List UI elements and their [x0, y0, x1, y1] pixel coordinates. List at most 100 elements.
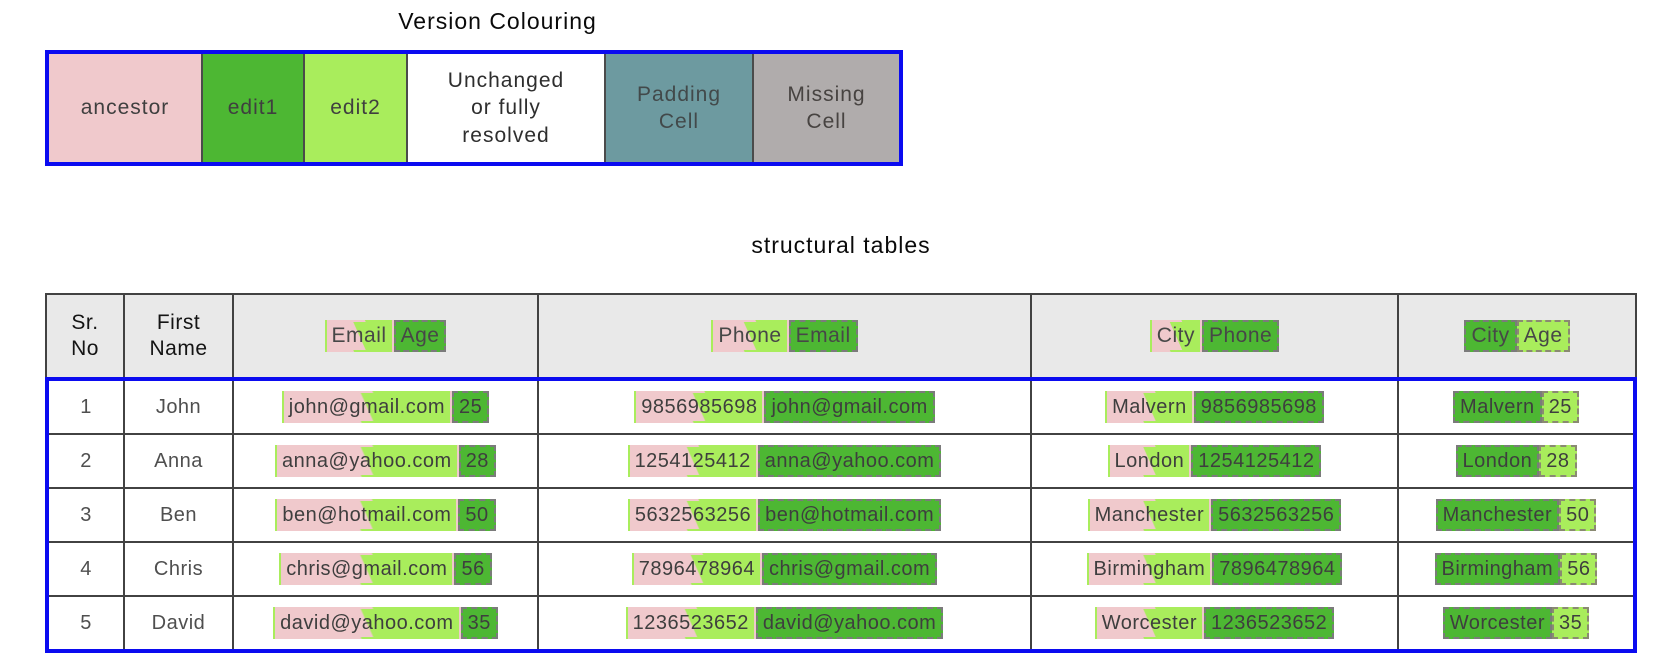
structural-tables-title: structural tables	[751, 232, 931, 258]
email-chip: chris@gmail.com	[279, 553, 455, 585]
age-chip: 35	[1552, 607, 1590, 639]
email-chip: anna@yahoo.com	[275, 445, 459, 477]
cell-first-name: Chris	[125, 543, 234, 595]
phone-chip: 9856985698	[634, 391, 765, 423]
city-chip: Worcester	[1442, 607, 1552, 639]
cell-sr-no: 4	[49, 543, 125, 595]
header-city2-chip: City	[1464, 320, 1517, 352]
header-email2-chip: Email	[788, 320, 858, 352]
cell-first-name: Ben	[125, 489, 234, 541]
city-chip: Birmingham	[1434, 553, 1561, 585]
age-chip: 28	[1539, 445, 1577, 477]
cell-sr-no: 2	[49, 435, 125, 487]
email-chip: ben@hotmail.com	[758, 499, 942, 531]
legend-cell-padding: Padding Cell	[606, 54, 754, 162]
version-colouring-legend: ancestor edit1 edit2 Unchanged or fully …	[45, 50, 903, 166]
city-chip: Manchester	[1087, 499, 1212, 531]
header-first-name: First Name	[125, 295, 234, 377]
email-chip: david@yahoo.com	[755, 607, 944, 639]
cell-first-name: Anna	[125, 435, 234, 487]
header-phone-chip: Phone	[711, 320, 789, 352]
phone-chip: 1254125412	[627, 445, 758, 477]
age-chip: 25	[452, 391, 490, 423]
phone-chip: 5632563256	[627, 499, 759, 531]
email-chip: ben@hotmail.com	[275, 499, 459, 531]
age-chip: 50	[458, 499, 496, 531]
city-chip: Birmingham	[1086, 553, 1213, 585]
legend-cell-edit2: edit2	[305, 54, 408, 162]
email-chip: david@yahoo.com	[273, 607, 461, 639]
city-chip: Malvern	[1453, 391, 1542, 423]
email-chip: john@gmail.com	[281, 391, 452, 423]
city-chip: Worcester	[1094, 607, 1205, 639]
age-chip: 50	[1559, 499, 1597, 531]
phone-chip: 7896478964	[631, 553, 763, 585]
phone-chip: 7896478964	[1212, 553, 1343, 585]
header-email-chip: Email	[324, 320, 394, 352]
legend-cell-ancestor: ancestor	[49, 54, 203, 162]
phone-chip: 1236523652	[625, 607, 756, 639]
phone-chip: 5632563256	[1211, 499, 1342, 531]
legend-cell-edit1: edit1	[203, 54, 305, 162]
phone-chip: 9856985698	[1193, 391, 1324, 423]
cell-sr-no: 5	[49, 597, 125, 649]
email-chip: chris@gmail.com	[762, 553, 938, 585]
cell-first-name: John	[125, 381, 234, 433]
phone-chip: 1254125412	[1191, 445, 1322, 477]
cell-sr-no: 1	[49, 381, 125, 433]
legend-cell-missing: Missing Cell	[754, 54, 899, 162]
age-chip: 56	[1560, 553, 1598, 585]
city-chip: Malvern	[1105, 391, 1194, 423]
city-chip: London	[1455, 445, 1540, 477]
phone-chip: 1236523652	[1204, 607, 1335, 639]
city-chip: London	[1107, 445, 1192, 477]
header-sr-no: Sr. No	[47, 295, 125, 377]
age-chip: 28	[458, 445, 496, 477]
email-chip: anna@yahoo.com	[757, 445, 942, 477]
legend-cell-unchanged: Unchanged or fully resolved	[408, 54, 606, 162]
cell-sr-no: 3	[49, 489, 125, 541]
header-age-chip: Age	[393, 320, 447, 352]
header-phone2-chip: Phone	[1201, 320, 1280, 352]
legend-title: Version Colouring	[398, 8, 597, 34]
cell-first-name: David	[125, 597, 234, 649]
age-chip: 25	[1541, 391, 1579, 423]
age-chip: 56	[454, 553, 492, 585]
header-age2-chip: Age	[1516, 320, 1570, 352]
email-chip: john@gmail.com	[764, 391, 935, 423]
city-chip: Manchester	[1435, 499, 1560, 531]
age-chip: 35	[460, 607, 498, 639]
header-city-chip: City	[1149, 320, 1202, 352]
